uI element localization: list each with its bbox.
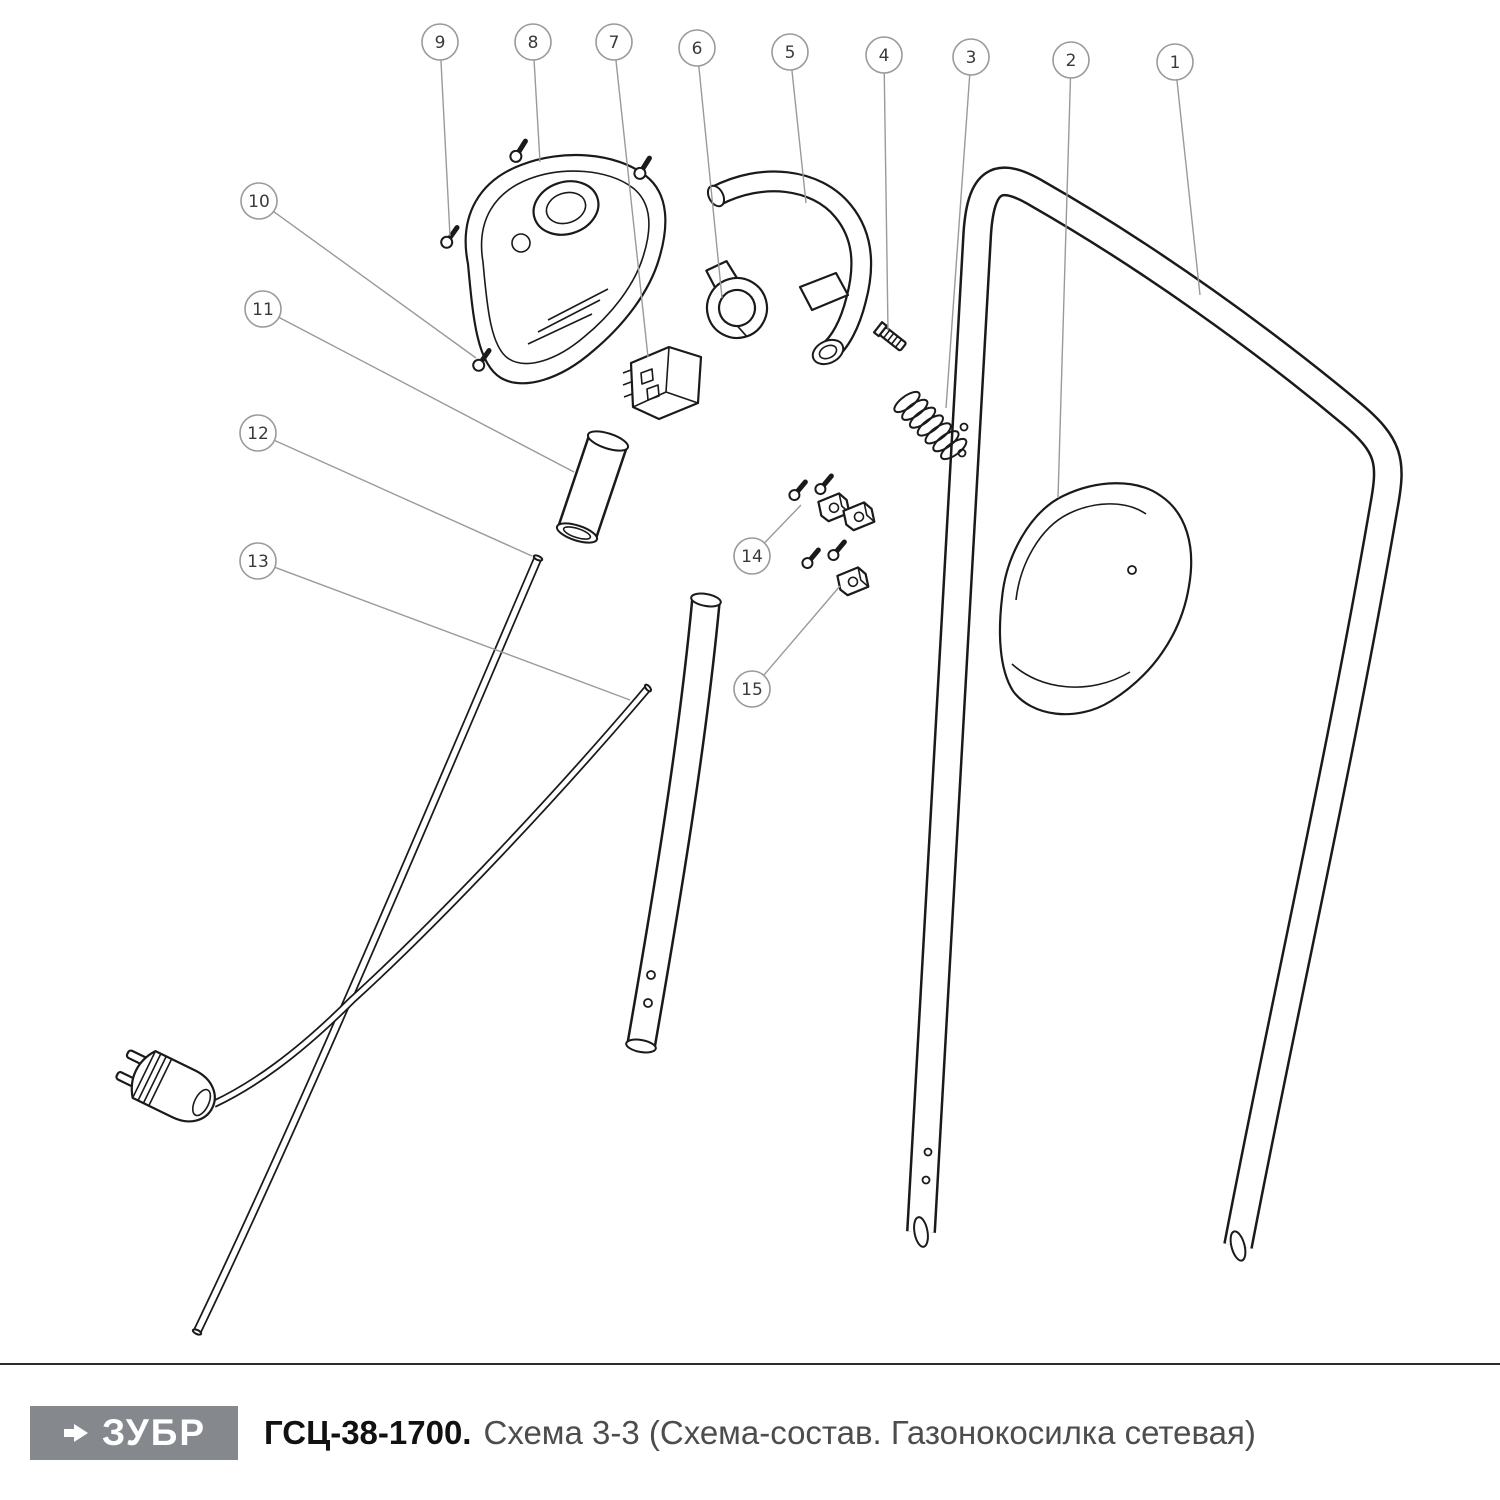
cable-clip-lower bbox=[801, 539, 870, 597]
callout-2 bbox=[1052, 41, 1090, 79]
cable-clip-upper bbox=[788, 473, 876, 532]
callout-number-1: 1 bbox=[1170, 53, 1181, 73]
callout-5 bbox=[771, 33, 809, 71]
callout-12 bbox=[239, 414, 277, 452]
switch-housing-lower bbox=[998, 482, 1193, 716]
callout-leader-6 bbox=[698, 65, 723, 299]
screw-top-right bbox=[633, 155, 652, 180]
callout-7 bbox=[595, 23, 633, 61]
callout-number-3: 3 bbox=[966, 48, 977, 68]
zubr-logo: ЗУБР bbox=[30, 1405, 238, 1460]
callout-leader-2 bbox=[1057, 77, 1072, 499]
zubr-logo-icon bbox=[63, 1423, 88, 1442]
diagram-title: ГСЦ-38-1700. Схема 3-3 (Схема-состав. Газ… bbox=[264, 1414, 1256, 1452]
screw-part9 bbox=[440, 225, 460, 249]
callout-leader-13 bbox=[274, 566, 631, 701]
callout-15 bbox=[733, 670, 771, 708]
callout-8 bbox=[514, 23, 552, 61]
callout-leader-4 bbox=[883, 72, 889, 331]
callout-leader-11 bbox=[278, 316, 575, 473]
rod bbox=[191, 554, 544, 1336]
callout-number-4: 4 bbox=[879, 46, 890, 66]
lever-handle-tube bbox=[706, 170, 873, 366]
callout-number-14: 14 bbox=[741, 547, 763, 567]
spring bbox=[893, 390, 968, 461]
footer: ЗУБР ГСЦ-38-1700. Схема 3-3 (Схема-состав… bbox=[0, 1363, 1500, 1500]
zubr-logo-text: ЗУБР bbox=[101, 1412, 207, 1453]
callout-number-5: 5 bbox=[785, 43, 796, 63]
callout-leader-7 bbox=[615, 59, 649, 358]
callout-leader-10 bbox=[273, 210, 477, 359]
callout-4 bbox=[865, 36, 903, 74]
diagram-subtitle: Схема 3-3 (Схема-состав. Газонокосилка с… bbox=[483, 1413, 1256, 1451]
callout-13 bbox=[239, 542, 277, 580]
callout-number-13: 13 bbox=[247, 552, 269, 572]
callout-number-7: 7 bbox=[609, 33, 620, 53]
callout-leader-9 bbox=[440, 59, 451, 237]
callout-3 bbox=[952, 38, 990, 76]
callout-number-8: 8 bbox=[528, 33, 539, 53]
callout-6 bbox=[678, 29, 716, 67]
callout-leader-1 bbox=[1176, 79, 1201, 296]
screw-part10 bbox=[472, 348, 492, 372]
callout-number-12: 12 bbox=[247, 424, 269, 444]
switch-housing-cover bbox=[464, 153, 667, 385]
callout-number-9: 9 bbox=[435, 33, 446, 53]
callout-number-10: 10 bbox=[248, 192, 270, 212]
cable-clamp-ring bbox=[705, 260, 769, 340]
lower-handle-tube bbox=[625, 592, 722, 1054]
callout-11 bbox=[244, 290, 282, 328]
switch-block bbox=[622, 345, 703, 421]
callout-number-11: 11 bbox=[252, 300, 274, 320]
callout-number-6: 6 bbox=[692, 39, 703, 59]
callout-leader-5 bbox=[791, 69, 807, 204]
screw-top-left bbox=[509, 138, 528, 163]
power-plug bbox=[115, 1049, 216, 1123]
callout-leader-8 bbox=[533, 59, 541, 163]
model-number: ГСЦ-38-1700. bbox=[264, 1413, 472, 1451]
callout-leader-14 bbox=[763, 504, 802, 544]
callout-leader-3 bbox=[945, 74, 971, 409]
power-cable bbox=[212, 683, 652, 1108]
callout-14 bbox=[733, 537, 771, 575]
sleeve-tube bbox=[555, 430, 630, 544]
callout-1 bbox=[1156, 43, 1194, 81]
callout-number-2: 2 bbox=[1066, 51, 1077, 71]
callout-number-15: 15 bbox=[741, 680, 763, 700]
callout-leader-12 bbox=[274, 439, 533, 557]
upper-handle-tube bbox=[906, 166, 1403, 1262]
bolt bbox=[872, 321, 907, 352]
callout-leader-15 bbox=[763, 585, 841, 676]
callout-9 bbox=[421, 23, 459, 61]
callout-10 bbox=[240, 182, 278, 220]
